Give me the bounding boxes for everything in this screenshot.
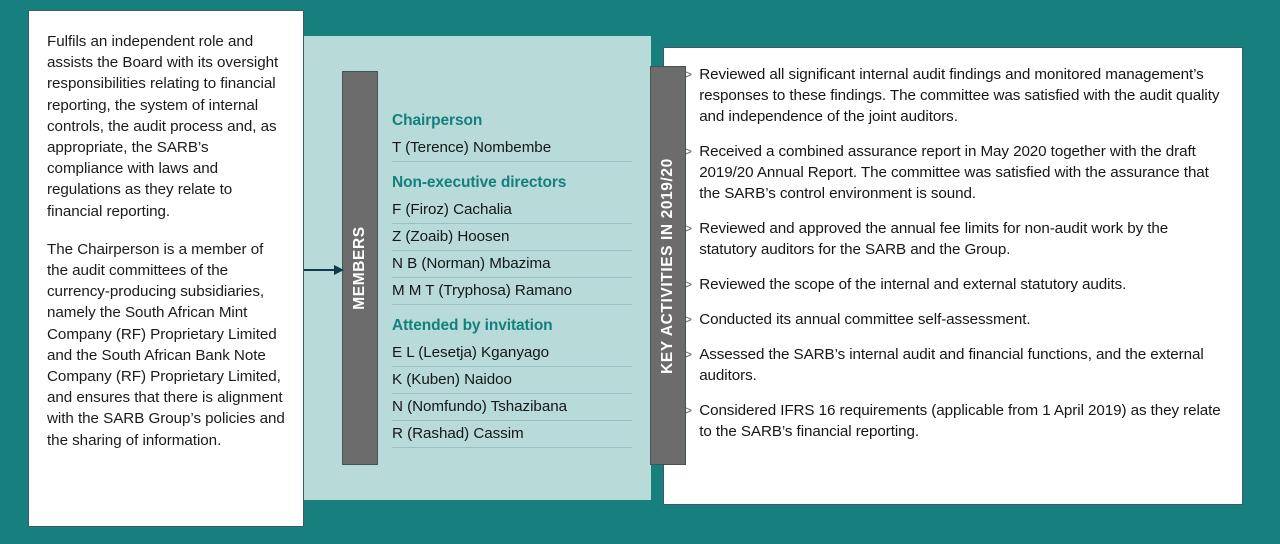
- chevron-right-bullet-icon: >: [684, 143, 693, 159]
- list-item: F (Firoz) Cachalia: [392, 197, 632, 224]
- list-item: > Received a combined assurance report i…: [684, 141, 1228, 204]
- arrow-right-icon: [304, 262, 344, 278]
- activity-text: Assessed the SARB’s internal audit and f…: [699, 346, 1204, 384]
- member-group-non-executive-directors: Non-executive directors F (Firoz) Cachal…: [392, 174, 632, 305]
- list-item: R (Rashad) Cassim: [392, 421, 632, 448]
- list-item: T (Terence) Nombembe: [392, 135, 632, 162]
- list-item: > Reviewed and approved the annual fee l…: [684, 218, 1228, 260]
- chevron-right-bullet-icon: >: [684, 311, 693, 327]
- list-item: Z (Zoaib) Hoosen: [392, 224, 632, 251]
- purpose-paragraph-1: Fulfils an independent role and assists …: [47, 33, 279, 220]
- list-item: K (Kuben) Naidoo: [392, 367, 632, 394]
- members-tab: MEMBERS: [342, 71, 378, 465]
- chevron-right-bullet-icon: >: [684, 220, 693, 236]
- list-item: N B (Norman) Mbazima: [392, 251, 632, 278]
- list-item: M M T (Tryphosa) Ramano: [392, 278, 632, 305]
- list-item: E L (Lesetja) Kganyago: [392, 340, 632, 367]
- activity-text: Conducted its annual committee self-asse…: [699, 311, 1031, 328]
- activity-text: Reviewed the scope of the internal and e…: [699, 276, 1127, 293]
- key-activities-tab: KEY ACTIVITIES IN 2019/20: [650, 66, 686, 465]
- list-item: > Reviewed the scope of the internal and…: [684, 274, 1228, 295]
- member-group-chairperson: Chairperson T (Terence) Nombembe: [392, 112, 632, 162]
- member-group-title: Chairperson: [392, 112, 483, 129]
- member-group-title: Attended by invitation: [392, 317, 553, 334]
- chevron-right-bullet-icon: >: [684, 346, 693, 362]
- activity-text: Reviewed and approved the annual fee lim…: [699, 220, 1169, 258]
- purpose-paragraph-2: The Chairperson is a member of the audit…: [47, 240, 285, 449]
- members-list: Chairperson T (Terence) Nombembe Non-exe…: [392, 112, 632, 456]
- list-item: N (Nomfundo) Tshazibana: [392, 394, 632, 421]
- list-item: > Assessed the SARB’s internal audit and…: [684, 344, 1228, 386]
- member-group-attended-by-invitation: Attended by invitation E L (Lesetja) Kga…: [392, 317, 632, 448]
- activity-text: Reviewed all significant internal audit …: [699, 66, 1220, 125]
- chevron-right-bullet-icon: >: [684, 66, 693, 82]
- purpose-card: Fulfils an independent role and assists …: [28, 10, 304, 527]
- activity-text: Considered IFRS 16 requirements (applica…: [699, 402, 1221, 440]
- activity-text: Received a combined assurance report in …: [699, 143, 1209, 202]
- key-activities-card: > Reviewed all significant internal audi…: [663, 47, 1243, 505]
- list-item: > Conducted its annual committee self-as…: [684, 309, 1228, 330]
- chevron-right-bullet-icon: >: [684, 402, 693, 418]
- member-group-title: Non-executive directors: [392, 174, 567, 191]
- list-item: > Considered IFRS 16 requirements (appli…: [684, 400, 1228, 442]
- chevron-right-bullet-icon: >: [684, 276, 693, 292]
- key-activities-tab-label: KEY ACTIVITIES IN 2019/20: [659, 157, 676, 374]
- list-item: > Reviewed all significant internal audi…: [684, 64, 1228, 127]
- members-tab-label: MEMBERS: [351, 226, 368, 310]
